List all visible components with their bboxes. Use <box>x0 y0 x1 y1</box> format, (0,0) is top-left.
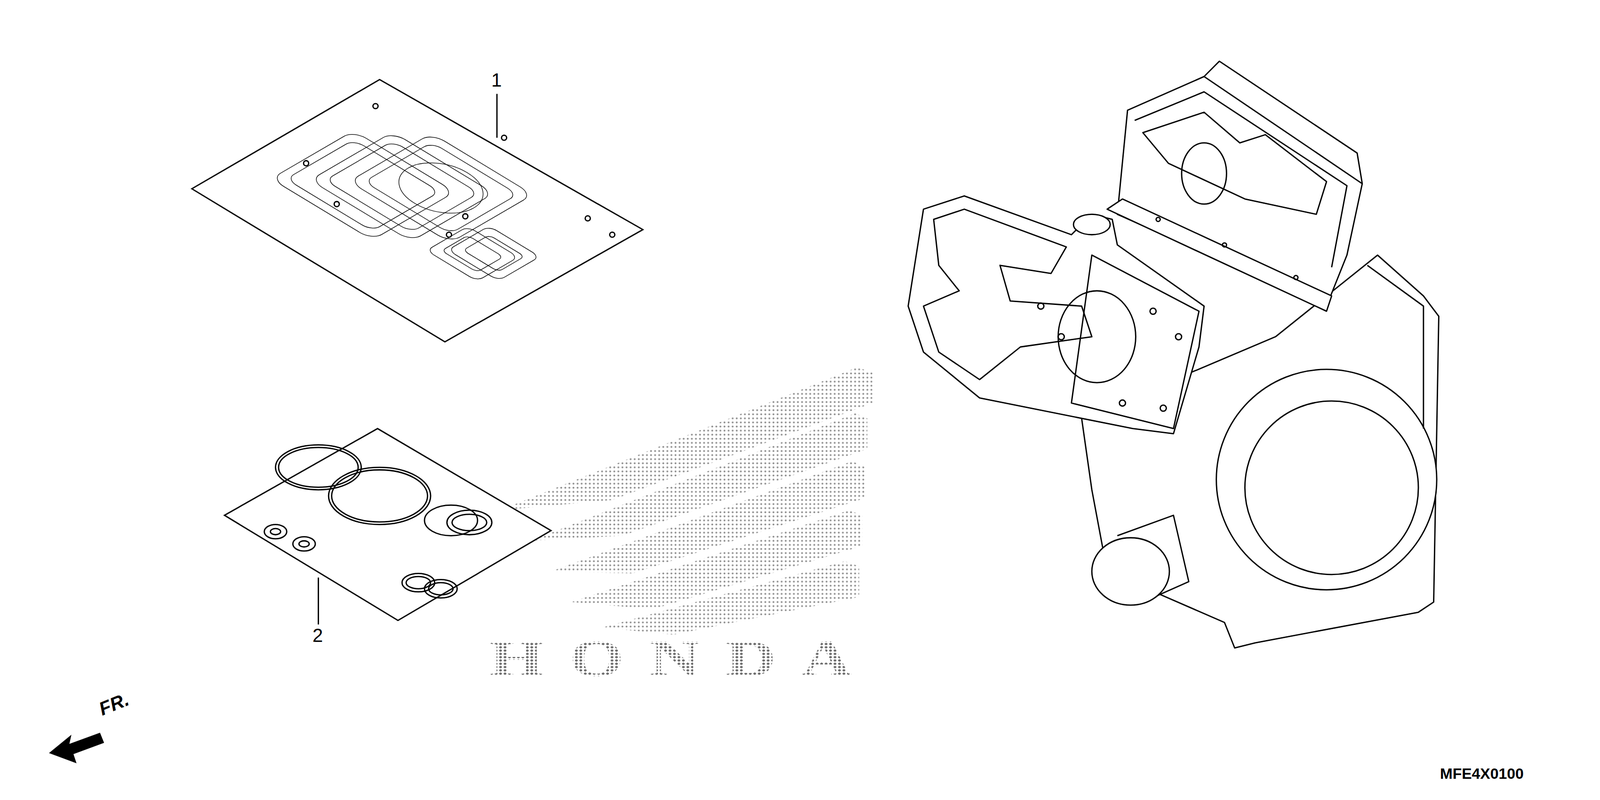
gasket-kit-a <box>192 79 643 342</box>
callout-number: 1 <box>491 70 502 90</box>
wing-watermark <box>500 367 873 635</box>
callout-number: 2 <box>312 625 323 645</box>
gasket-kit-b <box>224 428 552 625</box>
figure-code: MFE4X0100 <box>1440 766 1524 782</box>
engine-illustration <box>908 61 1440 648</box>
brand-watermark: HONDA <box>489 632 878 685</box>
front-arrow <box>48 732 104 764</box>
direction-label: FR. <box>96 689 132 719</box>
